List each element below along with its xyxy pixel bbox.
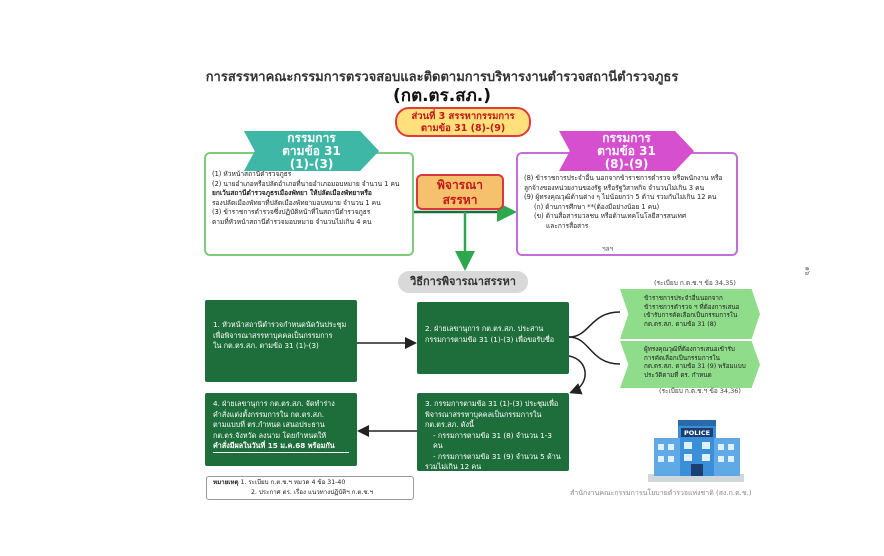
note-label: หมายเหตุ	[213, 479, 239, 486]
step-3-line: รวมไม่เกิน 12 คน	[425, 462, 482, 471]
left-item: (3) ข้าราชการตำรวจซึ่งปฏิบัติหน้าที่ในสถ…	[212, 208, 371, 217]
step-3-line: กต.ตร.สภ. ดังนี้	[425, 420, 474, 429]
right-item: (ข) ด้านสื่อสารมวลชน หรือด้านเทคโนโลยีสา…	[534, 212, 687, 221]
note-box: หมายเหตุ 1. ระเบียบ ก.ต.ช.ฯ หมวด 4 ข้อ 3…	[206, 476, 414, 500]
right-committee-box: (8) ข้าราชการประจำอื่น นอกจากข้าราชการตำ…	[516, 152, 738, 256]
step-4-line: คำสั่งแต่งตั้งกรรมการใน กต.ตร.สภ.	[213, 409, 325, 419]
page-title: การสรรหาคณะกรรมการตรวจสอบและติดตามการบริ…	[205, 70, 679, 85]
step-1-line: 1. หัวหน้าสถานีตำรวจกำหนดนัดวันประชุม	[213, 320, 347, 329]
pager-ellipsis: ฯลฯ	[602, 245, 614, 253]
side-bottom-line: การคัดเลือกเป็นกรรมการใน	[644, 354, 720, 362]
right-item: และการสื่อสาร	[546, 221, 589, 230]
step-2-line: 2. ฝ่ายเลขานุการ กต.ตร.สภ. ประสาน	[425, 324, 544, 333]
side-top-line: ข้าราชการประจำอื่นนอกจาก	[644, 295, 723, 302]
step-2-line: กรรมการตามข้อ 31 (1)-(3) เพื่อขอรับชื่อ	[425, 334, 555, 344]
step-4-line: กต.ตร.จังหวัด ลงนาม โดยกำหนดให้	[213, 430, 327, 440]
side-page-number: ๑๖	[803, 266, 812, 276]
arrow-step2-step3	[568, 355, 586, 395]
step-3-line: พิจารณาสรรหาบุคคลเป็นกรรมการใน	[425, 409, 542, 419]
label-left-line-1b: กรรมการ	[287, 131, 336, 145]
footer-office: สำนักงานคณะกรรมการนโยบายตำรวจแห่งชาติ (ส…	[570, 489, 752, 497]
right-item: (ก) ด้านการศึกษา **(ต้องมีอย่างน้อย 1 คน…	[534, 202, 660, 211]
regulation-ref-top: (ระเบียบ ก.ต.ช.ฯ ข้อ 34,35)	[654, 279, 736, 287]
step-4-line: ตามแบบที่ ตร.กำหนด เสนอประธาน	[213, 420, 325, 429]
left-item: ยกเว้นสถานีตำรวจภูธรเมืองพัทยา ให้ปลัดเม…	[212, 189, 372, 198]
left-item: รองปลัดเมืองพัทยาที่ปลัดเมืองพัทยามอบหมา…	[212, 198, 381, 207]
curve-to-side-top	[568, 311, 621, 338]
step-3-box: 3. กรรมการตามข้อ 31 (1)-(3) ประชุมเพื่อ …	[417, 393, 569, 471]
step-1-line: ใน กต.ตร.สภ. ตามข้อ 31 (1)-(3)	[213, 341, 319, 350]
step-4-box: 4. ฝ่ายเลขานุการ กต.ตร.สภ. จัดทำร่าง คำส…	[205, 393, 357, 466]
police-sign: POLICE	[684, 429, 710, 437]
police-station-icon: POLICE	[648, 420, 744, 482]
part-badge: ส่วนที่ 3 สรรหากรรมการ ตามข้อ 31 (8)-(9)	[395, 107, 531, 137]
consider-line-2: สรรหา	[442, 193, 478, 207]
label-left-line-2b: ตามข้อ 31	[282, 144, 341, 158]
consider-line-1: พิจารณา	[437, 178, 483, 192]
method-heading: วิธีการพิจารณาสรรหา	[398, 271, 528, 293]
label-right-line-3: (8)-(9)	[604, 157, 649, 171]
label-left-overlay: กรรมการ ตามข้อ 31 (1)-(3)	[244, 131, 379, 171]
step-4-highlight: คำสั่งมีผลในวันที่ 15 ม.ค.68 พร้อมกัน	[213, 441, 349, 453]
label-right-line-1: กรรมการ	[602, 131, 651, 145]
step-1-box: 1. หัวหน้าสถานีตำรวจกำหนดนัดวันประชุม เพ…	[205, 300, 357, 382]
regulation-ref-bottom: (ระเบียบ ก.ต.ช.ฯ ข้อ 34,36)	[659, 387, 741, 395]
left-item: (2) นายอำเภอหรือปลัดอำเภอที่นายอำเภอมอบห…	[212, 179, 400, 188]
side-bottom-line: กต.ตร.สภ. ตามข้อ 31 (9) พร้อมแบบ	[644, 363, 746, 371]
right-item: (8) ข้าราชการประจำอื่น นอกจากข้าราชการตำ…	[524, 174, 723, 182]
left-item: ตามที่หัวหน้าสถานีตำรวจมอบหมาย จำนวนไม่เ…	[212, 217, 372, 226]
right-item: (9) ผู้ทรงคุณวุฒิด้านต่าง ๆ ไม่น้อยกว่า …	[524, 193, 717, 202]
side-top-line: เข้ารับการคัดเลือกเป็นกรรมการใน	[644, 312, 738, 320]
note-item: 2. ประกาศ ตร. เรื่อง แนวทางปฏิบัติฯ ก.ต.…	[251, 488, 374, 496]
curve-to-side-bottom	[568, 336, 621, 365]
side-box-top: ข้าราชการประจำอื่นนอกจาก ข้าราชการตำรวจ …	[620, 289, 760, 339]
label-right-line-2: ตามข้อ 31	[597, 144, 656, 158]
consider-box: พิจารณา สรรหา	[416, 174, 504, 210]
side-top-line: กต.ตร.สภ. ตามข้อ 31 (8)	[644, 320, 717, 328]
step-3-line: - กรรมการตามข้อ 31 (8) จำนวน 1-3 คน	[433, 430, 552, 451]
label-left-line-3b: (1)-(3)	[289, 157, 334, 171]
right-item: ลูกจ้างของหน่วยงานของรัฐ หรือรัฐวิสาหกิจ…	[524, 183, 705, 192]
left-item: (1) หัวหน้าสถานีตำรวจภูธร	[212, 170, 292, 178]
side-top-line: ข้าราชการตำรวจ ฯ ที่ต้องการเสนอ	[644, 303, 740, 311]
step-2-box: 2. ฝ่ายเลขานุการ กต.ตร.สภ. ประสาน กรรมกา…	[417, 302, 569, 374]
side-bottom-line: ผู้ทรงคุณวุฒิที่ต้องการเสนอเข้ารับ	[644, 346, 735, 353]
part-line-1: ส่วนที่ 3 สรรหากรรมการ	[411, 111, 515, 122]
page-subtitle: (กต.ตร.สภ.)	[393, 86, 491, 106]
step-1-line: เพื่อพิจารณาสรรหาบุคคลเป็นกรรมการ	[213, 330, 333, 340]
side-bottom-line: ประวัติตามที่ ตร. กำหนด	[644, 371, 712, 379]
step-4-line: 4. ฝ่ายเลขานุการ กต.ตร.สภ. จัดทำร่าง	[213, 399, 335, 408]
label-right-committee: กรรมการ ตามข้อ 31 (8)-(9)	[559, 131, 694, 171]
note-item: 1. ระเบียบ ก.ต.ช.ฯ หมวด 4 ข้อ 31-40	[240, 479, 346, 486]
step-3-line: - กรรมการตามข้อ 31 (9) จำนวน 5 ด้าน	[433, 451, 561, 461]
step-3-line: 3. กรรมการตามข้อ 31 (1)-(3) ประชุมเพื่อ	[425, 399, 559, 408]
part-line-2: ตามข้อ 31 (8)-(9)	[420, 123, 506, 134]
side-box-bottom: ผู้ทรงคุณวุฒิที่ต้องการเสนอเข้ารับ การคั…	[620, 341, 760, 388]
